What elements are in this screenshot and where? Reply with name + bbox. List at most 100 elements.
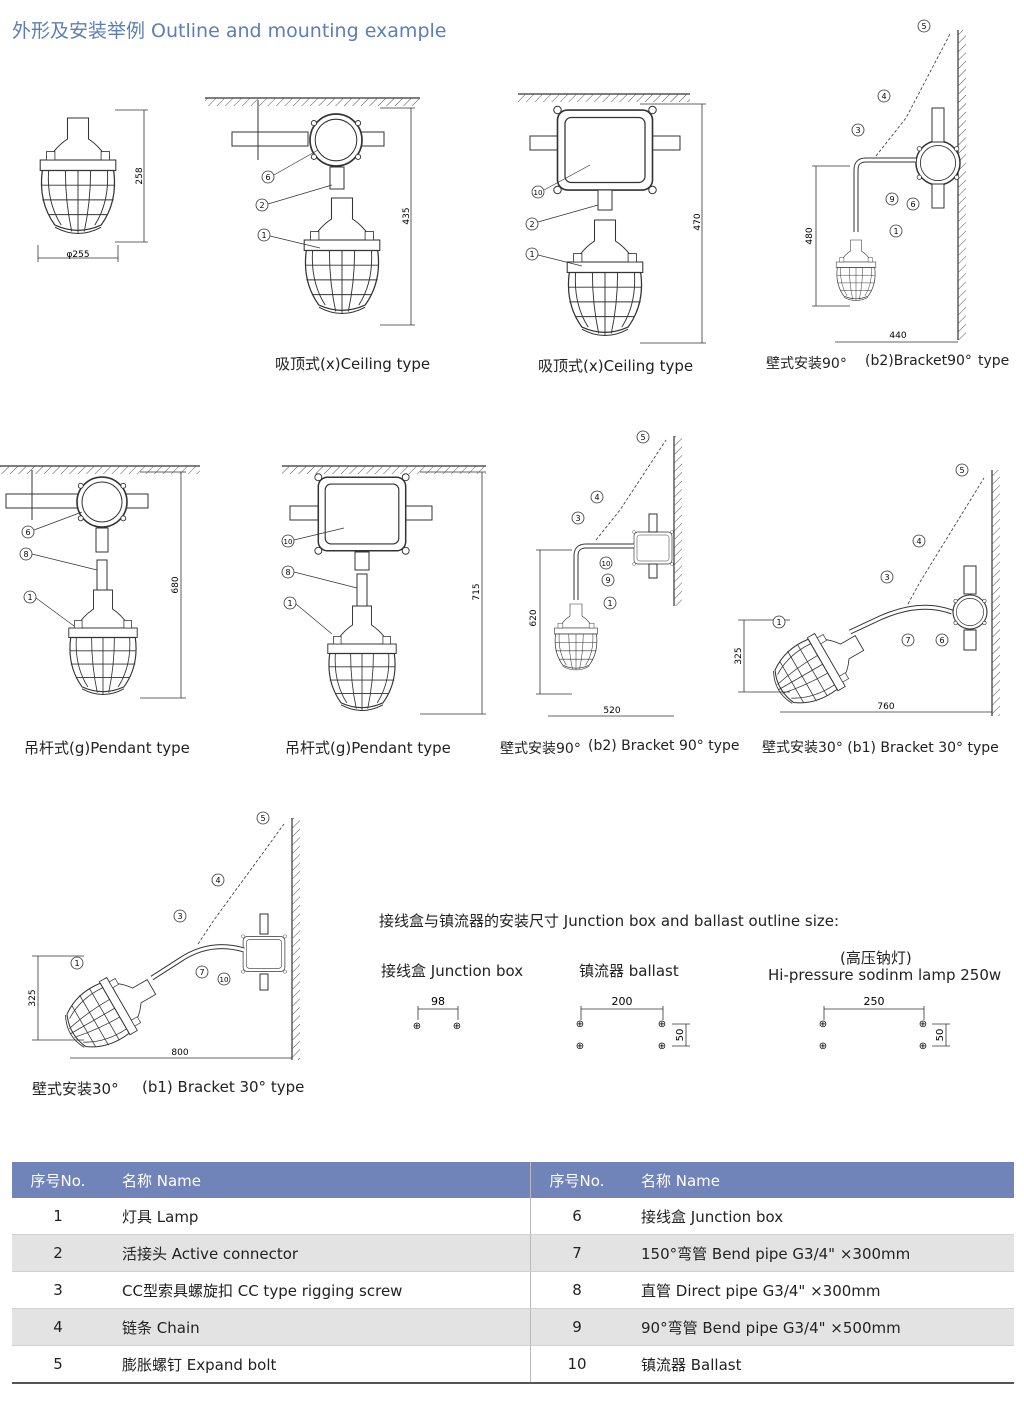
row-no: 2 <box>12 1234 104 1272</box>
ballast-width: 200 <box>612 995 633 1008</box>
svg-text:5: 5 <box>640 433 645 442</box>
row-name: 90°弯管 Bend pipe G3/4" ×500mm <box>623 1308 1014 1346</box>
svg-text:1: 1 <box>776 618 781 627</box>
table-row: 3 CC型索具螺旋扣 CC type rigging screw 8 直管 Di… <box>12 1271 1014 1309</box>
junction-section-heading: 接线盒与镇流器的安装尺寸 Junction box and ballast ou… <box>379 912 840 930</box>
svg-text:⊕: ⊕ <box>576 1019 584 1030</box>
header-no-1: 序号No. <box>12 1162 104 1198</box>
dim-760: 760 <box>877 702 894 712</box>
row-name: 链条 Chain <box>104 1308 531 1346</box>
dim-715: 715 <box>472 583 482 600</box>
ceiling-type-junction-drawing: 435 6 2 1 <box>205 97 420 326</box>
svg-text:⊕: ⊕ <box>576 1041 584 1052</box>
row-name: 接线盒 Junction box <box>623 1198 1014 1235</box>
hp-label-en: Hi-pressure sodinm lamp 250w <box>768 966 1002 984</box>
svg-text:5: 5 <box>921 22 926 31</box>
svg-text:8: 8 <box>285 568 290 577</box>
svg-text:1: 1 <box>287 599 292 608</box>
svg-text:2: 2 <box>259 201 264 210</box>
svg-text:⊕: ⊕ <box>919 1041 927 1052</box>
caption-bracket90-c: type <box>978 353 1010 369</box>
caption-bracket90-a: 壁式安装90° <box>766 356 847 372</box>
caption-bracket30-junction: 壁式安装30° (b1) Bracket 30° type <box>762 740 999 756</box>
svg-text:⊕: ⊕ <box>919 1019 927 1030</box>
header-no-2: 序号No. <box>530 1162 623 1198</box>
row-name: 活接头 Active connector <box>104 1234 531 1272</box>
row-no: 5 <box>12 1345 104 1384</box>
row-no: 10 <box>530 1345 623 1384</box>
svg-text:1: 1 <box>893 227 898 236</box>
bracket-30-junction-drawing: 325 760 5 4 3 1 7 6 <box>734 463 1000 717</box>
row-no: 4 <box>12 1308 104 1346</box>
table-row: 5 膨胀螺钉 Expand bolt 10 镇流器 Ballast <box>12 1345 1014 1384</box>
svg-text:⊕: ⊕ <box>453 1021 461 1032</box>
junction-box-size-drawing: ⊕ ⊕ 98 <box>413 995 461 1032</box>
junction-box-label: 接线盒 Junction box <box>381 962 524 980</box>
parts-table: 序号No. 名称 Name 序号No. 名称 Name 1 灯具 Lamp 6 … <box>12 1162 1014 1384</box>
dim-325b: 325 <box>28 989 38 1006</box>
svg-text:10: 10 <box>284 538 293 546</box>
svg-text:2: 2 <box>529 220 534 229</box>
table-row: 1 灯具 Lamp 6 接线盒 Junction box <box>12 1198 1014 1235</box>
dim-620: 620 <box>529 609 539 626</box>
dim-255: φ255 <box>66 250 89 260</box>
ceiling-type-ballast-drawing: 470 10 2 1 <box>518 93 706 344</box>
svg-text:9: 9 <box>605 576 610 585</box>
svg-text:10: 10 <box>534 189 543 197</box>
table-row: 4 链条 Chain 9 90°弯管 Bend pipe G3/4" ×500m… <box>12 1308 1014 1346</box>
svg-text:9: 9 <box>889 195 894 204</box>
pendant-ballast-drawing: 715 10 8 1 <box>281 465 486 715</box>
page-title: 外形及安装举例 Outline and mounting example <box>12 20 447 42</box>
svg-text:4: 4 <box>215 876 220 885</box>
hp-width: 250 <box>864 995 885 1008</box>
dim-800: 800 <box>171 1048 188 1058</box>
svg-text:7: 7 <box>905 636 910 645</box>
caption-ceiling-junction: 吸顶式(x)Ceiling type <box>275 355 431 373</box>
ballast-label: 镇流器 ballast <box>579 962 679 980</box>
hp-label-cn: (高压钠灯) <box>840 949 912 967</box>
svg-text:⊕: ⊕ <box>658 1041 666 1052</box>
header-name-1: 名称 Name <box>104 1162 531 1198</box>
svg-text:5: 5 <box>959 466 964 475</box>
outline-lamp-drawing: 258 φ255 <box>37 109 148 262</box>
svg-text:3: 3 <box>575 514 580 523</box>
caption-bracket30-ballast-a: 壁式安装30° <box>32 1080 119 1098</box>
svg-text:1: 1 <box>529 250 534 259</box>
caption-bracket30-ballast-b: (b1) Bracket 30° type <box>142 1078 305 1096</box>
dim-325a: 325 <box>734 647 744 664</box>
row-name: 150°弯管 Bend pipe G3/4" ×300mm <box>623 1234 1014 1272</box>
dim-435: 435 <box>402 207 412 224</box>
row-no: 7 <box>530 1234 623 1272</box>
svg-text:10: 10 <box>220 976 229 984</box>
junction-box-width: 98 <box>431 995 445 1008</box>
dim-440: 440 <box>889 331 906 341</box>
dim-258: 258 <box>135 167 145 184</box>
technical-drawings: 258 φ255 435 6 2 1 470 10 <box>0 19 1000 1061</box>
svg-text:⊕: ⊕ <box>658 1019 666 1030</box>
row-no: 6 <box>530 1198 623 1235</box>
svg-text:⊕: ⊕ <box>413 1021 421 1032</box>
bracket-30-ballast-drawing: 325 800 5 4 3 1 7 10 <box>28 811 300 1061</box>
svg-text:7: 7 <box>199 968 204 977</box>
svg-text:⊕: ⊕ <box>819 1041 827 1052</box>
svg-text:1: 1 <box>261 231 266 240</box>
bracket-90-junction-drawing: 480 440 5 4 3 9 6 1 <box>805 19 966 343</box>
caption-bracket90-ballast-a: 壁式安装90° <box>500 741 581 757</box>
header-name-2: 名称 Name <box>623 1162 1014 1198</box>
svg-text:1: 1 <box>607 599 612 608</box>
row-name: 镇流器 Ballast <box>623 1345 1014 1384</box>
dim-680: 680 <box>171 576 181 593</box>
hp-ballast-size-drawing: ⊕ ⊕ ⊕ ⊕ 250 50 <box>819 995 950 1052</box>
caption-pendant-ballast: 吊杆式(g)Pendant type <box>285 739 451 757</box>
svg-text:5: 5 <box>260 814 265 823</box>
dim-480: 480 <box>805 227 815 244</box>
dim-520: 520 <box>603 706 620 716</box>
table-row: 2 活接头 Active connector 7 150°弯管 Bend pip… <box>12 1234 1014 1272</box>
ballast-height: 50 <box>675 1029 686 1042</box>
row-name: 灯具 Lamp <box>104 1198 531 1235</box>
svg-text:6: 6 <box>25 528 30 537</box>
row-no: 1 <box>12 1198 104 1235</box>
table-header-row: 序号No. 名称 Name 序号No. 名称 Name <box>12 1162 1014 1198</box>
row-no: 8 <box>530 1271 623 1309</box>
dim-470: 470 <box>693 213 703 230</box>
